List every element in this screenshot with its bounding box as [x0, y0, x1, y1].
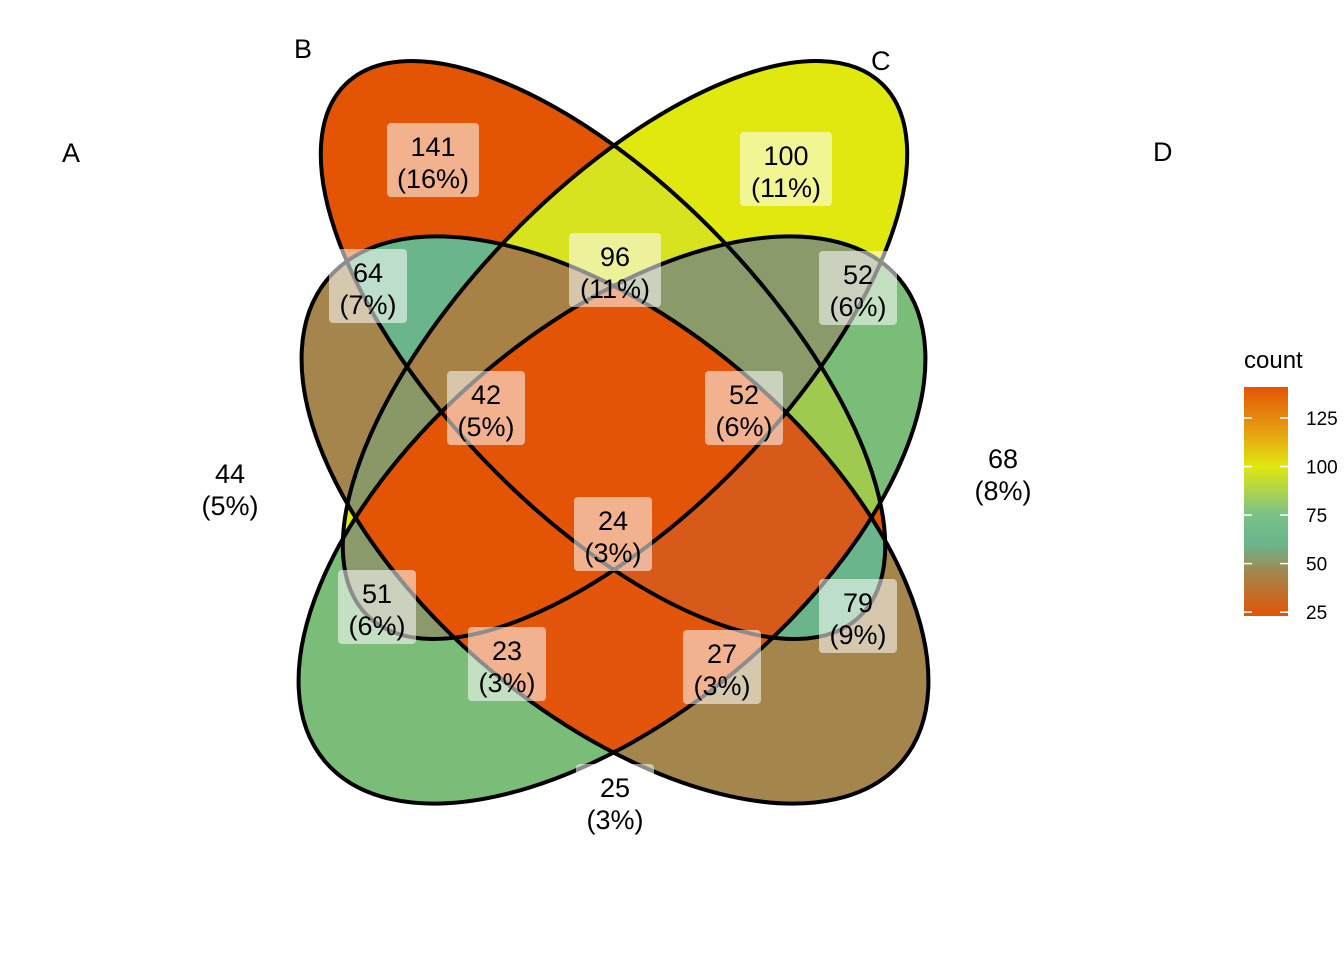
- region-label-abcd: 24(3%): [574, 497, 652, 571]
- region-percent: (11%): [580, 274, 650, 304]
- region-label-box: [191, 450, 269, 524]
- set-labels: A B C D: [62, 34, 1173, 168]
- region-percent: (7%): [339, 290, 396, 320]
- region-label-bc: 96(11%): [569, 233, 661, 307]
- region-label-box: [569, 233, 661, 307]
- region-label-box: [705, 371, 783, 445]
- region-label-d: 68(8%): [964, 435, 1042, 509]
- set-label-b: B: [294, 34, 312, 64]
- region-label-box: [447, 371, 525, 445]
- region-label-box: [576, 764, 654, 838]
- region-percent: (9%): [829, 620, 886, 650]
- region-count: 27: [707, 639, 737, 669]
- region-percent: (11%): [751, 173, 821, 203]
- region-percent: (5%): [457, 412, 514, 442]
- legend-title: count: [1244, 347, 1303, 374]
- color-legend: count 125 100 75 50 25: [1244, 347, 1338, 624]
- region-count: 79: [843, 588, 873, 618]
- region-label-ad: 25(3%): [576, 764, 654, 838]
- set-label-c: C: [871, 46, 891, 76]
- region-label-box: [819, 251, 897, 325]
- region-label-a: 44(5%): [191, 450, 269, 524]
- region-label-box: [329, 249, 407, 323]
- set-label-d: D: [1153, 137, 1173, 167]
- region-label-ab: 64(7%): [329, 249, 407, 323]
- legend-colorbar: [1244, 387, 1288, 616]
- region-count: 25: [600, 773, 630, 803]
- region-label-box: [468, 627, 546, 701]
- region-label-c: 100(11%): [740, 132, 832, 206]
- region-percent: (6%): [715, 412, 772, 442]
- region-label-bcd: 52(6%): [705, 371, 783, 445]
- region-count: 51: [362, 579, 392, 609]
- region-percent: (6%): [348, 611, 405, 641]
- region-label-bd: 79(9%): [819, 579, 897, 653]
- region-label-box: [964, 435, 1042, 509]
- region-count: 68: [988, 444, 1018, 474]
- legend-tick-label: 75: [1306, 506, 1327, 527]
- region-count: 64: [353, 258, 383, 288]
- region-label-box: [574, 497, 652, 571]
- legend-tick-label: 25: [1306, 603, 1327, 624]
- region-percent: (3%): [584, 538, 641, 568]
- region-labels: 141(16%)100(11%)64(7%)96(11%)52(6%)42(5%…: [191, 123, 1042, 838]
- region-percent: (16%): [397, 164, 469, 194]
- legend-tick-label: 50: [1306, 555, 1327, 576]
- region-count: 23: [492, 636, 522, 666]
- region-label-box: [338, 570, 416, 644]
- region-label-box: [740, 132, 832, 206]
- region-percent: (3%): [586, 805, 643, 835]
- region-label-abd: 27(3%): [683, 630, 761, 704]
- region-label-ac: 51(6%): [338, 570, 416, 644]
- region-count: 52: [843, 260, 873, 290]
- region-percent: (6%): [829, 292, 886, 322]
- legend-tick-label: 125: [1306, 409, 1338, 430]
- region-count: 100: [763, 141, 808, 171]
- region-label-acd: 23(3%): [468, 627, 546, 701]
- region-label-box: [387, 123, 479, 197]
- region-percent: (8%): [974, 476, 1031, 506]
- region-label-abc: 42(5%): [447, 371, 525, 445]
- region-count: 96: [600, 242, 630, 272]
- region-count: 24: [598, 506, 628, 536]
- region-percent: (3%): [693, 671, 750, 701]
- region-count: 52: [729, 380, 759, 410]
- region-label-b: 141(16%): [387, 123, 479, 197]
- region-count: 141: [410, 132, 455, 162]
- region-percent: (5%): [201, 491, 258, 521]
- region-label-cd: 52(6%): [819, 251, 897, 325]
- region-count: 42: [471, 380, 501, 410]
- region-label-box: [819, 579, 897, 653]
- legend-tick-label: 100: [1306, 458, 1338, 479]
- region-percent: (3%): [478, 668, 535, 698]
- legend-ticks: 125 100 75 50 25: [1244, 409, 1338, 624]
- region-label-box: [683, 630, 761, 704]
- set-label-a: A: [62, 138, 80, 168]
- region-count: 44: [215, 459, 245, 489]
